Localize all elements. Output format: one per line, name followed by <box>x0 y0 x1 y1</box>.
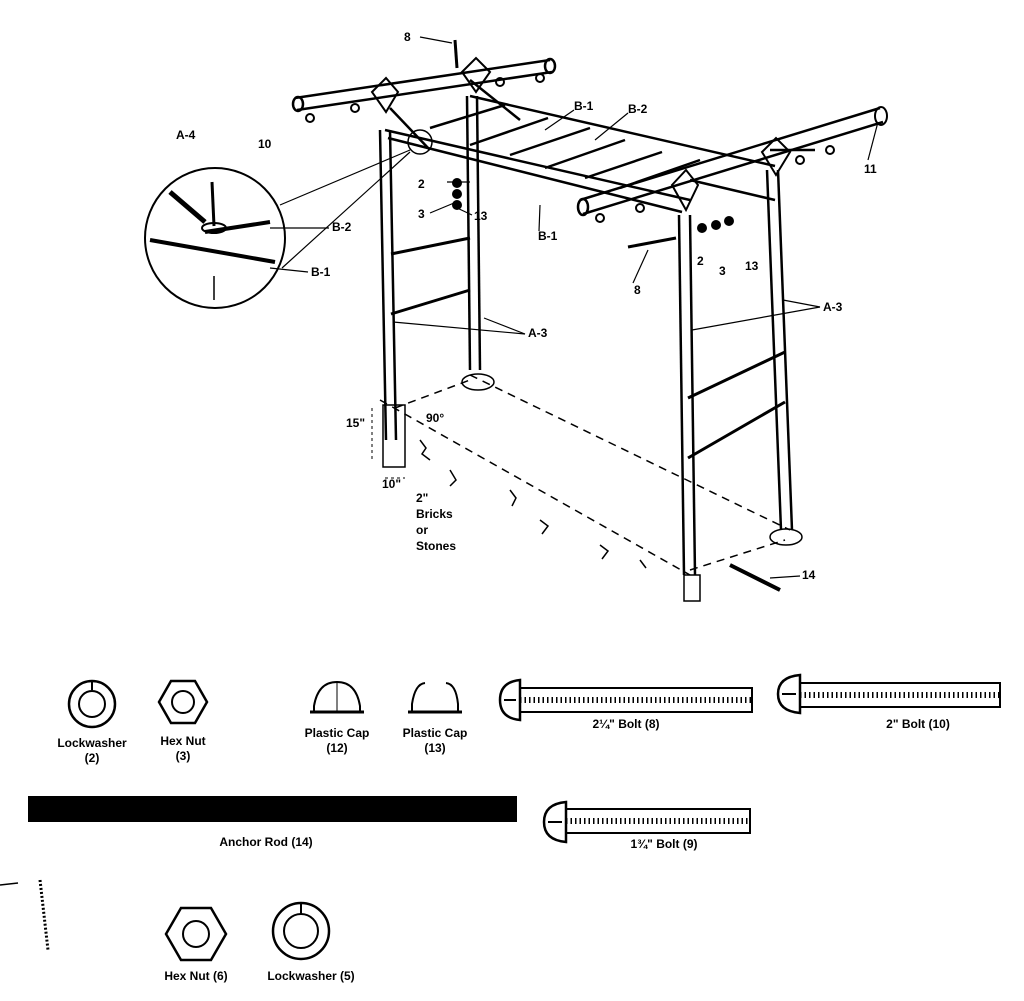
callout-13-left: 13 <box>474 209 488 223</box>
callout-a3-right: A-3 <box>823 300 843 314</box>
bolt-icon <box>776 673 802 715</box>
bolt-8-label: 2¼" Bolt (8) <box>592 717 659 731</box>
hex-nut-icon <box>164 906 228 962</box>
callout-a3-left: A-3 <box>528 326 548 340</box>
callout-8-top: 8 <box>404 30 411 44</box>
part-anchor-rod-14: Anchor Rod (14) <box>28 796 517 849</box>
callout-b1-top: B-1 <box>574 99 594 113</box>
callout-b1-mid: B-1 <box>538 229 558 243</box>
bolt-10-label: 2" Bolt (10) <box>886 717 950 731</box>
bolt-icon <box>498 678 522 722</box>
callout-8-right: 8 <box>634 283 641 297</box>
lockwasher-5-label: Lockwasher (5) <box>267 969 354 983</box>
callout-a4: A-4 <box>176 128 196 142</box>
corner-brackets <box>370 56 792 213</box>
dimension-labels: 15" 10" 90° 2" Bricks or Stones <box>346 408 456 553</box>
right-leg-pair <box>677 169 794 576</box>
callout-11: 11 <box>864 162 877 176</box>
bolt-9-label: 1¾" Bolt (9) <box>630 837 697 851</box>
dimension-width: 10" <box>382 477 401 491</box>
part-lockwasher-5: Lockwasher (5) <box>267 901 355 983</box>
hex-nut-3-num: (3) <box>176 749 191 763</box>
ground-layout <box>379 373 803 602</box>
callout-b1-detail: B-1 <box>311 265 331 279</box>
part-bolt-8: 2¼" Bolt (8) <box>498 678 753 731</box>
top-ladder-frame <box>291 57 884 217</box>
callout-10: 10 <box>258 137 272 151</box>
part-plastic-cap-12: Plastic Cap (12) <box>305 680 370 755</box>
brick-word-3: Stones <box>416 539 456 553</box>
callout-b2-top: B-2 <box>628 102 648 116</box>
plastic-cap-12-num: (12) <box>326 741 347 755</box>
callout-14: 14 <box>802 568 816 582</box>
dimension-depth: 15" <box>346 416 365 430</box>
lockwasher-2-num: (2) <box>85 751 100 765</box>
callout-2-right: 2 <box>697 254 704 268</box>
anchor-rod-14-label: Anchor Rod (14) <box>219 835 312 849</box>
anchor-rod-icon <box>28 796 517 822</box>
brick-size: 2" <box>416 491 428 505</box>
callout-13-right: 13 <box>745 259 759 273</box>
hanging-caps <box>305 73 835 223</box>
hex-nut-3-name: Hex Nut <box>160 734 205 748</box>
callout-3-right: 3 <box>719 264 726 278</box>
callout-labels: 8 10 A-4 B-2 B-1 B-1 B-2 B-1 2 3 13 2 3 … <box>176 30 877 582</box>
dimension-angle: 90° <box>426 411 444 425</box>
right-hardware-group <box>452 39 888 249</box>
callout-b2-detail: B-2 <box>332 220 352 234</box>
part-lockwasher-2: Lockwasher (2) <box>57 679 127 765</box>
anchor-rod-installed <box>729 563 781 592</box>
part-hex-nut-6: Hex Nut (6) <box>164 906 228 983</box>
part-bolt-10: 2" Bolt (10) <box>776 673 1001 731</box>
detail-magnifier <box>144 129 433 309</box>
hex-nut-icon <box>157 679 209 725</box>
brick-word-1: Bricks <box>416 507 453 521</box>
bolt-icon <box>542 800 568 844</box>
part-plastic-cap-13: Plastic Cap (13) <box>403 682 468 755</box>
plastic-cap-13-name: Plastic Cap <box>403 726 468 740</box>
brick-word-2: or <box>416 523 428 537</box>
leader-lines <box>269 36 879 579</box>
lockwasher-2-name: Lockwasher <box>57 736 127 750</box>
callout-3-left: 3 <box>418 207 425 221</box>
part-bolt-9: 1¾" Bolt (9) <box>542 800 751 851</box>
plastic-cap-icon <box>411 682 459 712</box>
plastic-cap-12-name: Plastic Cap <box>305 726 370 740</box>
hex-nut-6-label: Hex Nut (6) <box>164 969 227 983</box>
scan-artifact <box>0 879 50 951</box>
part-hex-nut-3: Hex Nut (3) <box>157 679 209 763</box>
callout-2-left: 2 <box>418 177 425 191</box>
plastic-cap-13-num: (13) <box>424 741 445 755</box>
